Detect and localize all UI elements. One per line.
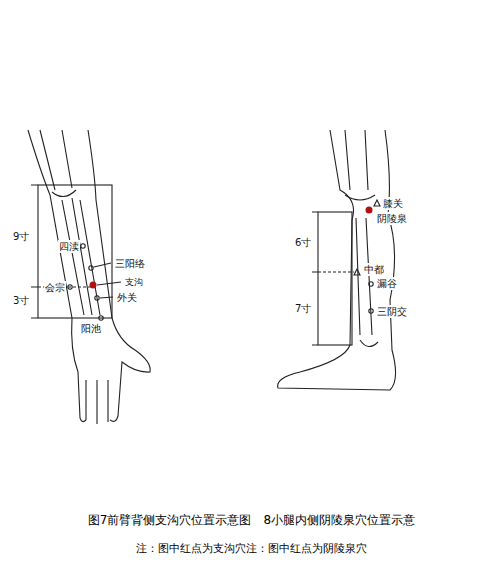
bone <box>62 198 100 315</box>
acupoint-label: 阳池 <box>80 322 102 335</box>
dimension-label: 9寸 <box>12 230 30 243</box>
point-marker <box>81 244 85 248</box>
leg-outline <box>278 130 396 390</box>
arm-outline <box>28 130 72 318</box>
point-marker <box>369 282 373 286</box>
dimension-label: 3寸 <box>12 294 30 307</box>
ankle-bone <box>360 340 378 347</box>
acupoint-label: 中都 <box>363 263 385 276</box>
point-marker <box>374 200 380 206</box>
measure-frame <box>318 212 352 345</box>
acupoint-label: 三阳络 <box>114 257 146 270</box>
acupoint-label: 会宗 <box>44 281 66 294</box>
elbow-joint <box>52 190 76 197</box>
acupoint-label: 三阴交 <box>376 305 408 318</box>
highlight-point <box>90 282 97 289</box>
point-marker <box>89 266 93 270</box>
figure-caption: 图7前臂背侧支沟穴位置示意图 8小腿内侧阴陵泉穴位置示意 <box>0 513 503 528</box>
arm-outline <box>88 130 112 318</box>
acupoint-label: 阴陵泉 <box>376 212 408 225</box>
forearm-drawing <box>28 130 150 424</box>
dimension-label: 6寸 <box>294 236 312 249</box>
leg-drawing <box>278 130 396 390</box>
acupoint-label: 四渎 <box>58 240 80 253</box>
highlight-point <box>366 207 373 214</box>
level-line <box>318 271 354 272</box>
knee-joint <box>345 195 375 200</box>
point-marker <box>369 309 373 313</box>
point-marker <box>68 285 72 289</box>
acupoint-label: 外关 <box>116 291 138 304</box>
acupoint-label: 膝关 <box>382 197 404 210</box>
figure-note: 注：图中红点为支沟穴注：图中红点为阴陵泉穴 <box>0 542 503 556</box>
bone <box>40 130 72 190</box>
point-marker <box>99 316 103 320</box>
point-marker <box>354 269 360 275</box>
hand-outline <box>110 318 150 421</box>
dimension-label: 7寸 <box>294 302 312 315</box>
acupoint-label: 漏谷 <box>376 277 398 290</box>
dimension-tick <box>31 185 38 318</box>
point-marker <box>95 296 99 300</box>
acupoint-label: 支沟 <box>124 276 144 288</box>
finger-line <box>86 380 108 424</box>
dimension-tick <box>312 212 318 345</box>
bone <box>356 218 372 335</box>
bone <box>345 130 368 190</box>
